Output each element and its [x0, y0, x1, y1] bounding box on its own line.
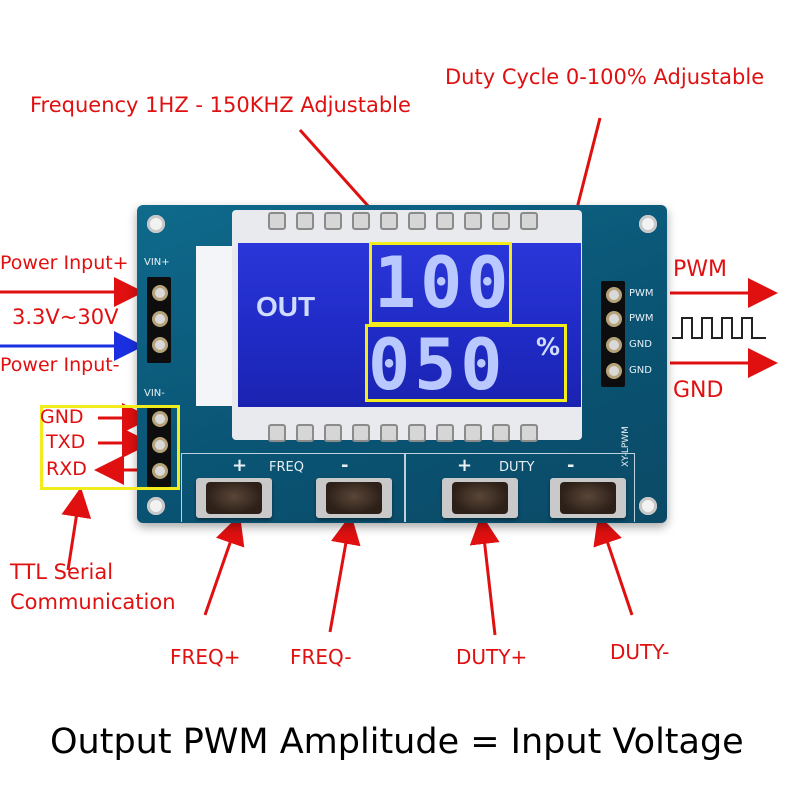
- lcd-pin: [380, 424, 398, 442]
- duty-plus-sign: +: [457, 455, 473, 476]
- header-pin: [606, 311, 622, 327]
- lcd-percent-sign: %: [536, 333, 561, 361]
- lcd-pin: [464, 212, 482, 230]
- arrow-freq-minus: [328, 514, 361, 633]
- lcd-pin: [520, 424, 538, 442]
- header-pin: [152, 311, 168, 327]
- serial-highlight-box: [40, 405, 180, 490]
- pwm-pin-label: PWM: [629, 288, 654, 299]
- arrow-duty-plus: [469, 514, 500, 636]
- header-pin: [152, 411, 168, 427]
- vin-minus-label: VIN-: [144, 388, 165, 399]
- mount-hole: [147, 215, 165, 233]
- lcd-pin: [436, 212, 454, 230]
- ttl-serial-callout: TTL Serial: [10, 560, 114, 584]
- freq-group-label: FREQ: [269, 460, 304, 475]
- lcd-pin: [408, 424, 426, 442]
- lcd-duty-reading: 050: [368, 324, 507, 406]
- freq-plus-callout: FREQ+: [170, 645, 241, 669]
- freq-minus-sign: -: [341, 455, 349, 476]
- lcd-frequency-reading: 100: [374, 242, 513, 324]
- vin-plus-label: VIN+: [144, 257, 170, 268]
- mount-hole: [639, 215, 657, 233]
- pwm-pin-label: PWM: [629, 313, 654, 324]
- freq-minus-callout: FREQ-: [290, 645, 352, 669]
- model-label: XY-LPWM: [621, 426, 631, 467]
- gnd-callout: GND: [40, 406, 84, 428]
- mount-hole: [639, 497, 657, 515]
- header-pin: [606, 337, 622, 353]
- duty-plus-callout: DUTY+: [456, 645, 528, 669]
- lcd-pin: [324, 212, 342, 230]
- lcd-out-label: OUT: [256, 291, 316, 322]
- frequency-callout: Frequency 1HZ - 150KHZ Adjustable: [30, 93, 411, 117]
- lcd-pin: [268, 212, 286, 230]
- lcd-pin: [296, 424, 314, 442]
- header-pin: [606, 363, 622, 379]
- header-pin: [606, 287, 622, 303]
- lcd-pin: [408, 212, 426, 230]
- header-pin: [152, 285, 168, 301]
- lcd-pin: [380, 212, 398, 230]
- duty-plus-button[interactable]: [442, 478, 518, 518]
- voltage-range-callout: 3.3V~30V: [12, 305, 119, 329]
- mount-hole: [147, 497, 165, 515]
- pwm-output-callout: PWM: [673, 257, 728, 282]
- arrow-duty-minus: [593, 514, 634, 616]
- lcd-pin: [436, 424, 454, 442]
- rxd-callout: RXD: [46, 458, 87, 480]
- lcd-pin: [296, 212, 314, 230]
- duty-highlight-box: [365, 324, 567, 402]
- duty-minus-sign: -: [567, 455, 575, 476]
- pwm-waveform: [672, 317, 766, 339]
- freq-minus-button[interactable]: [316, 478, 392, 518]
- arrow-freq-plus: [203, 514, 245, 616]
- gnd-output-callout: GND: [673, 378, 724, 403]
- header-pin: [152, 337, 168, 353]
- lcd-pin: [492, 212, 510, 230]
- freq-plus-sign: +: [232, 455, 248, 476]
- freq-button-group: [181, 453, 405, 522]
- lcd-pin: [492, 424, 510, 442]
- header-pin: [152, 437, 168, 453]
- lcd-pin: [352, 212, 370, 230]
- power-input-plus-callout: Power Input+: [0, 252, 129, 274]
- power-input-minus-callout: Power Input-: [0, 354, 120, 376]
- txd-callout: TXD: [46, 431, 86, 453]
- duty-minus-callout: DUTY-: [610, 640, 670, 664]
- freq-plus-button[interactable]: [196, 478, 272, 518]
- lcd-pin: [464, 424, 482, 442]
- duty-minus-button[interactable]: [550, 478, 626, 518]
- communication-callout: Communication: [10, 590, 176, 614]
- gnd-pin-label: GND: [629, 339, 652, 350]
- arrow-ttl: [61, 487, 92, 571]
- duty-group-label: DUTY: [499, 460, 535, 475]
- duty-cycle-callout: Duty Cycle 0-100% Adjustable: [445, 65, 765, 89]
- frequency-highlight-box: [369, 242, 512, 325]
- gnd-pin-label: GND: [629, 365, 652, 376]
- lcd-pin: [268, 424, 286, 442]
- header-pin: [152, 463, 168, 479]
- lcd-pin: [324, 424, 342, 442]
- amplitude-caption: Output PWM Amplitude = Input Voltage: [50, 722, 744, 762]
- lcd-pin: [352, 424, 370, 442]
- lcd-pin: [520, 212, 538, 230]
- duty-button-group: [405, 453, 635, 522]
